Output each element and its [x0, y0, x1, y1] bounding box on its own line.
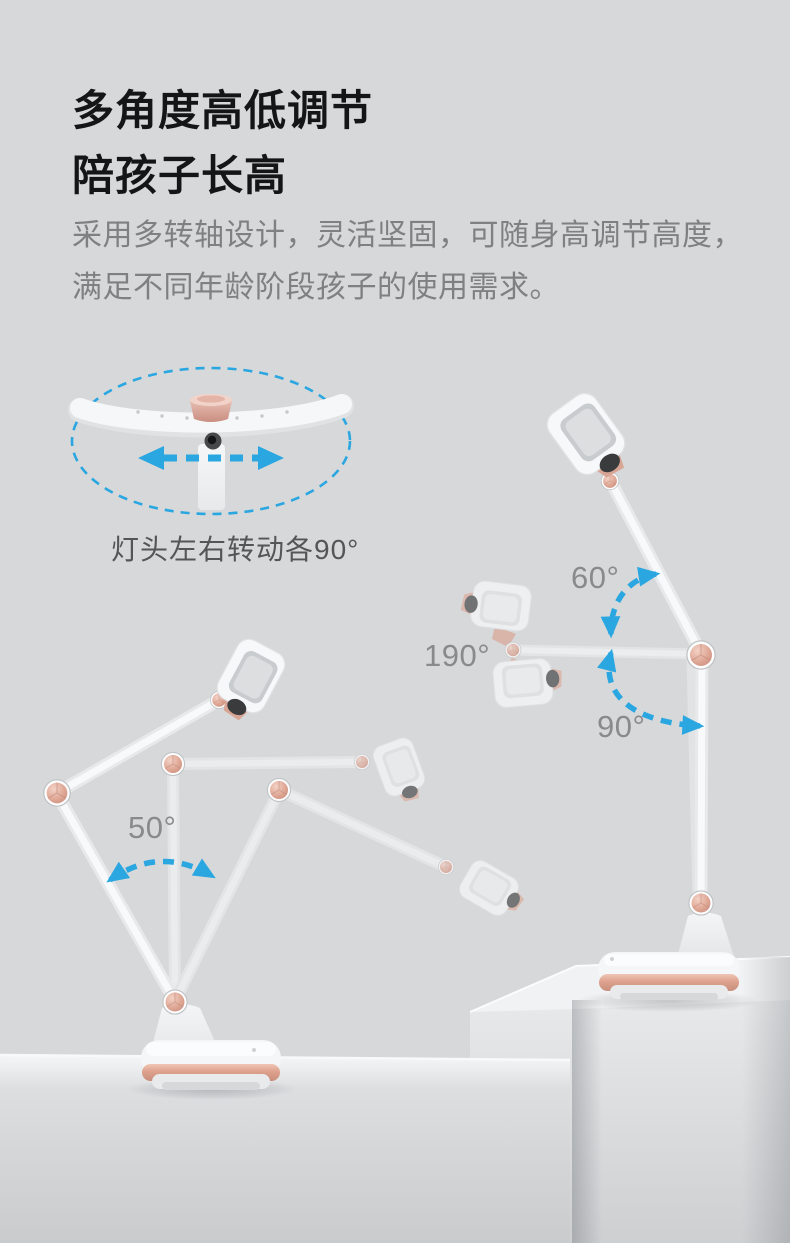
table-block	[0, 1053, 571, 1243]
main-arm-position	[50, 693, 226, 1008]
angle-label-90: 90°	[597, 709, 646, 744]
lamp-head	[206, 634, 291, 729]
head-rotation-inset	[68, 366, 354, 516]
arc-60-degrees	[600, 566, 661, 639]
lamp-head	[540, 387, 639, 492]
inset-caption: 灯头左右转动各90°	[111, 534, 360, 565]
ghost-arm-positions	[167, 734, 532, 1007]
angle-label-190: 190°	[424, 638, 491, 673]
angle-label-60: 60°	[571, 560, 620, 595]
description-text: 采用多转轴设计，灵活坚固，可随身高调节高度，满足不同年龄阶段孩子的使用需求。	[72, 219, 743, 305]
rose-gold-knob	[190, 394, 232, 422]
lamp-base	[141, 1040, 281, 1090]
dashed-ellipse	[70, 366, 352, 516]
title-line-1: 多角度高低调节	[72, 87, 374, 134]
angle-label-50: 50°	[128, 810, 177, 845]
rotation-arc-arrows	[106, 566, 705, 883]
left-right-arrow	[138, 446, 284, 470]
ghost-head-flip	[458, 577, 706, 709]
lamp-left-illustration	[43, 634, 532, 1090]
arc-50-degrees	[106, 858, 216, 883]
title-line-2: 陪孩子长高	[72, 152, 288, 200]
page-title: 多角度高低调节 陪孩子长高	[72, 78, 373, 208]
lamp-pole	[198, 444, 225, 510]
lamp-base	[598, 952, 740, 1000]
